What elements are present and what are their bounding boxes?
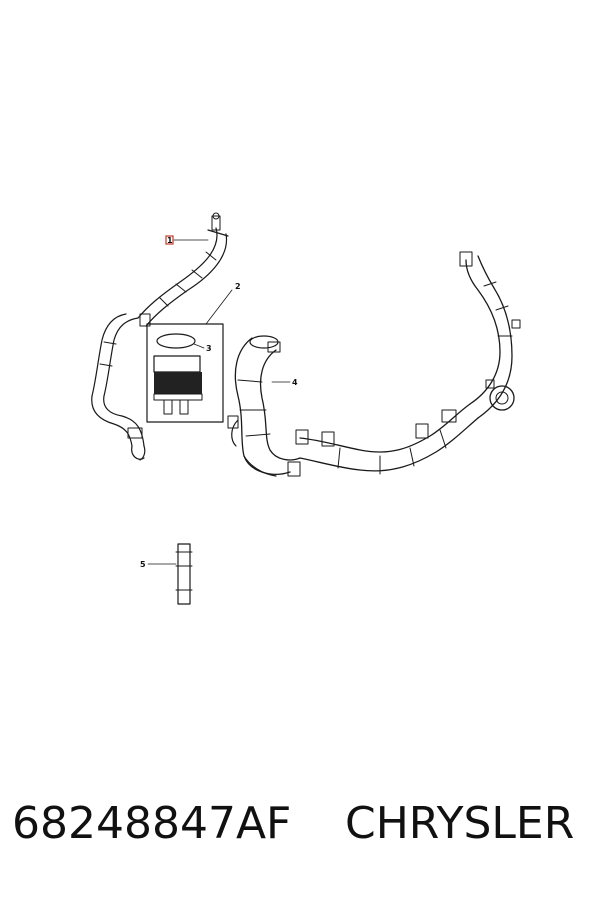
callout-1-highlight xyxy=(165,235,174,245)
hose-part-1 xyxy=(91,212,229,461)
o-ring-part-3 xyxy=(156,333,196,349)
hose-assembly-part-4 xyxy=(227,251,521,477)
part-number: 68248847AF xyxy=(12,798,292,849)
callout-4: 4 xyxy=(292,378,298,387)
callout-3: 3 xyxy=(206,344,212,353)
brand-name: CHRYSLER xyxy=(345,798,575,849)
callout-2: 2 xyxy=(235,282,241,291)
connector-part-5 xyxy=(147,543,193,605)
footer: 68248847AF CHRYSLER xyxy=(0,798,600,868)
callout-5: 5 xyxy=(140,560,146,569)
callout-1: 1 xyxy=(167,236,173,245)
oil-cooler-part-2 xyxy=(146,289,233,423)
